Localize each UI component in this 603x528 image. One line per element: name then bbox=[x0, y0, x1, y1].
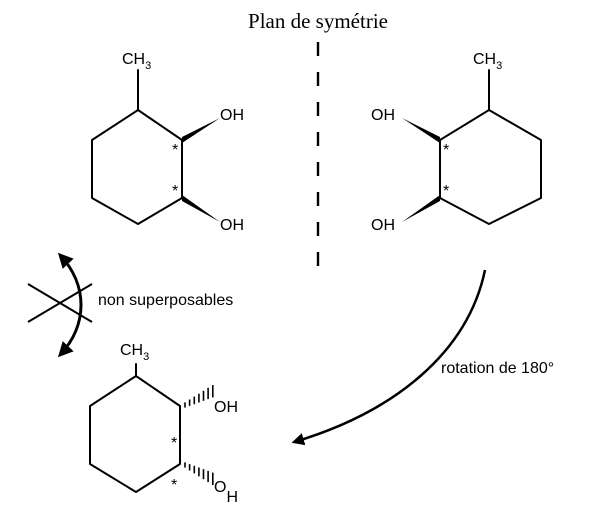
oh-label-lower-bottom: OH bbox=[214, 479, 238, 506]
oh-label-lower-top-left: OH bbox=[220, 217, 244, 234]
methyl-label-top-left: CH3 bbox=[122, 51, 151, 72]
stereocenter-mark-upper-top-left: * bbox=[172, 142, 178, 159]
oh-label-lower-top-right: OH bbox=[371, 217, 395, 234]
ring-bottom bbox=[89, 375, 181, 493]
stereocenter-mark-upper-bottom: * bbox=[171, 435, 177, 452]
oh-label-upper-top-left: OH bbox=[220, 107, 244, 124]
stereocenter-mark-lower-top-left: * bbox=[172, 183, 178, 200]
hashed-bond-upper-bottom bbox=[184, 385, 214, 408]
stereocenter-mark-lower-bottom: * bbox=[171, 477, 177, 494]
wedge-bond-lower-top-left bbox=[182, 195, 220, 222]
ring-top-right bbox=[439, 109, 542, 225]
ring-top-left bbox=[91, 109, 183, 225]
oh-label-upper-top-right: OH bbox=[371, 107, 395, 124]
oh-label-upper-bottom: OH bbox=[214, 399, 238, 416]
non-superposables-label: non superposables bbox=[98, 292, 233, 309]
methyl-label-top-right: CH3 bbox=[473, 51, 502, 72]
molecule-bottom-rotated: CH3 OH OH * * bbox=[89, 342, 238, 506]
wedge-bond-lower-top-right bbox=[402, 195, 440, 222]
hashed-bond-lower-bottom bbox=[184, 462, 214, 485]
methyl-label-bottom: CH3 bbox=[120, 342, 149, 363]
diagram-title: Plan de symétrie bbox=[248, 9, 388, 33]
molecule-top-right: CH3 OH OH * * bbox=[371, 51, 542, 234]
crossed-double-arrow-icon bbox=[27, 252, 93, 358]
wedge-bond-upper-top-left bbox=[182, 118, 220, 143]
stereocenter-mark-upper-top-right: * bbox=[443, 142, 449, 159]
wedge-bond-upper-top-right bbox=[402, 118, 440, 143]
molecule-top-left: CH3 OH OH * * bbox=[91, 51, 244, 234]
rotation-label: rotation de 180° bbox=[441, 360, 554, 377]
curved-arrow-icon bbox=[291, 269, 487, 446]
stereocenter-mark-lower-top-right: * bbox=[443, 183, 449, 200]
